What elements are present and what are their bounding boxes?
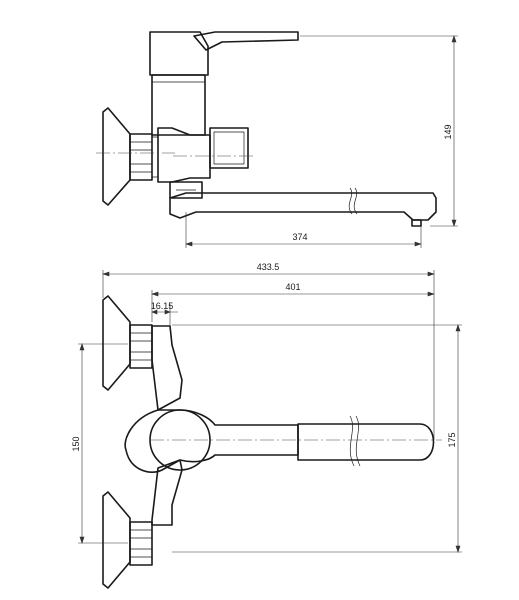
side-wall-flange <box>102 107 131 206</box>
top-spout-break <box>349 415 361 467</box>
dim-side-height: 149 <box>443 124 453 139</box>
top-view <box>102 295 442 589</box>
dim-side-spout-length: 374 <box>292 232 307 242</box>
side-cartridge-housing <box>149 31 209 76</box>
side-spout-break <box>348 187 358 215</box>
top-upper-flange <box>102 295 131 391</box>
dim-top-total-height: 175 <box>447 432 457 447</box>
side-column <box>151 74 206 136</box>
top-upper-nut <box>129 324 153 369</box>
top-upper-arm <box>151 325 183 411</box>
side-aerator <box>411 219 422 227</box>
side-lever-handle <box>193 31 299 51</box>
side-spout-base <box>169 181 203 199</box>
top-dimensions: 433.5 401 16.15 150 175 <box>71 262 462 553</box>
top-spout <box>297 423 435 461</box>
dim-top-offset: 16.15 <box>151 301 174 311</box>
dim-top-spout-length: 401 <box>285 282 300 292</box>
side-faucet-body <box>157 127 211 183</box>
side-hex-nut <box>129 133 153 181</box>
top-central-body <box>124 409 299 474</box>
top-lower-flange <box>102 491 131 589</box>
side-view <box>96 31 437 227</box>
side-diverter-block <box>209 127 249 169</box>
dim-top-overall-length: 433.5 <box>257 262 280 272</box>
top-lower-nut <box>129 521 153 566</box>
side-dimensions: 149 374 <box>185 35 458 248</box>
side-spout <box>169 192 437 221</box>
dim-top-center-distance: 150 <box>71 436 81 451</box>
top-lower-arm <box>151 459 183 526</box>
